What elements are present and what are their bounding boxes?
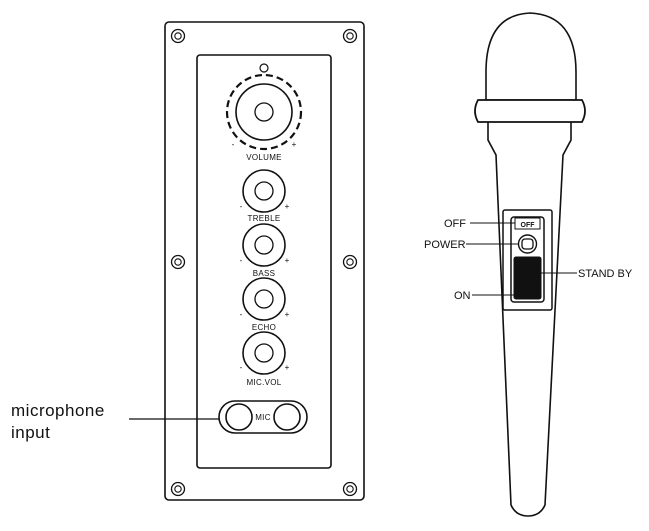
treble-label: TREBLE (248, 214, 281, 223)
microphone-grille (485, 12, 577, 101)
panel-inner-face (196, 54, 332, 469)
mic-vol-knob[interactable] (242, 331, 286, 375)
microphone-power-indicator-lens (521, 238, 534, 250)
mic-input-jack-housing (218, 400, 308, 434)
treble-minus-mark: - (240, 202, 243, 211)
volume-label: VOLUME (246, 153, 282, 162)
volume-scale-ring (225, 73, 303, 151)
power-switch-slot (510, 216, 545, 303)
echo-label: ECHO (252, 323, 276, 332)
microphone-collar (474, 99, 586, 123)
stand-by-label: STAND BY (578, 268, 633, 280)
mic-jack-label: MIC (255, 413, 271, 422)
mounting-screw-top-right (342, 28, 358, 44)
mounting-screw-top-left (170, 28, 186, 44)
echo-knob[interactable] (242, 277, 286, 321)
mounting-screw-bottom-left (170, 481, 186, 497)
bass-plus-mark: + (285, 256, 290, 265)
bass-knob[interactable] (242, 223, 286, 267)
mic-input-jack-2[interactable] (273, 403, 301, 431)
volume-plus-mark: + (292, 140, 297, 149)
off-window-text: OFF (521, 222, 536, 229)
echo-plus-mark: + (285, 310, 290, 319)
mounting-screw-bottom-right (342, 481, 358, 497)
on-label: ON (454, 290, 471, 302)
power-indicator-led (259, 63, 269, 73)
microphone-callouts: OFF POWER ON STAND BY (424, 218, 633, 302)
treble-knob[interactable] (242, 169, 286, 213)
volume-knob[interactable] (225, 73, 303, 151)
mic-vol-minus-mark: - (240, 363, 243, 372)
microphone-input-callout: microphone input (11, 401, 219, 442)
panel-outer-plate (164, 21, 365, 501)
mic-vol-label: MIC.VOL (247, 378, 282, 387)
volume-minus-mark: - (232, 140, 235, 149)
microphone-input-label-line2: input (11, 423, 50, 442)
bass-label: BASS (253, 269, 276, 278)
mic-input-jack-1[interactable] (225, 403, 253, 431)
microphone-power-indicator (517, 234, 538, 254)
off-label: OFF (444, 218, 466, 230)
control-panel: - + VOLUME - + TREBLE - + BASS - + ECHO (164, 21, 365, 501)
echo-minus-mark: - (240, 310, 243, 319)
mounting-screw-middle-left (170, 254, 186, 270)
volume-knob-body (235, 83, 293, 141)
volume-knob-cap (254, 102, 274, 122)
mic-vol-plus-mark: + (285, 363, 290, 372)
power-label: POWER (424, 239, 466, 251)
wireless-microphone: OFF (474, 12, 586, 517)
microphone-input-label-line1: microphone (11, 401, 105, 420)
microphone-switch-panel (502, 209, 553, 311)
treble-plus-mark: + (285, 202, 290, 211)
power-switch-slider[interactable] (513, 256, 542, 300)
microphone-handle (487, 119, 572, 517)
bass-minus-mark: - (240, 256, 243, 265)
mounting-screw-middle-right (342, 254, 358, 270)
